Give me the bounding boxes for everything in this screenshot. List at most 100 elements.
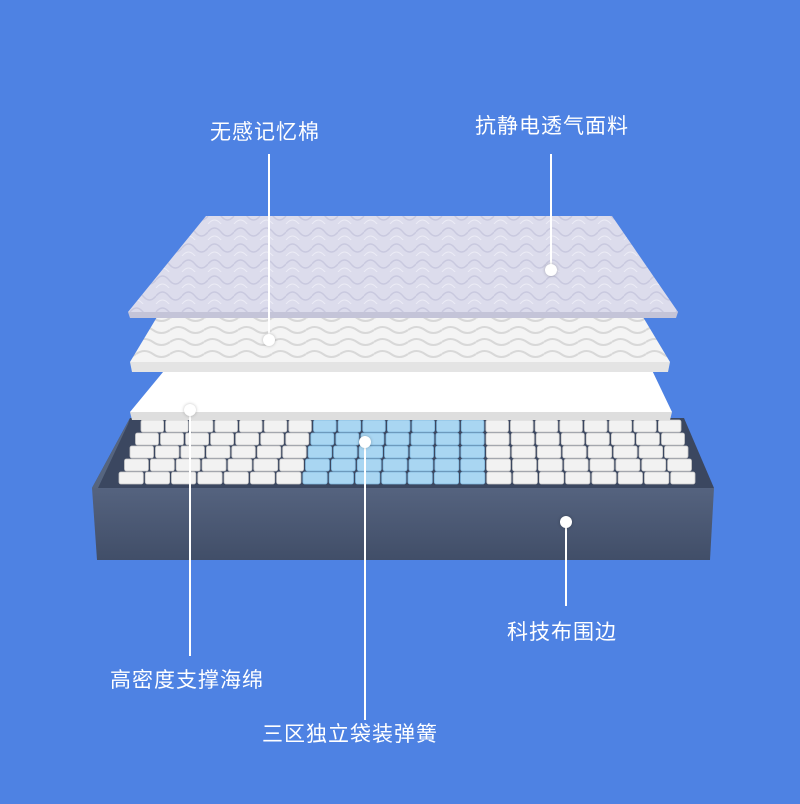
spring-pocket: [235, 432, 260, 446]
spring-pocket: [155, 445, 180, 459]
spring-pocket-blue: [355, 471, 381, 485]
spring-pocket: [589, 458, 615, 472]
spring-pocket-blue: [384, 445, 409, 459]
spring-pocket: [486, 471, 512, 485]
spring-pocket: [608, 419, 633, 433]
spring-pocket: [263, 419, 288, 433]
spring-pocket: [214, 419, 238, 433]
spring-pocket-blue: [409, 445, 434, 459]
spring-pocket: [587, 445, 613, 459]
spring-pocket: [535, 432, 560, 446]
pocket-springs-layer: [118, 419, 696, 485]
spring-pocket-blue: [408, 458, 434, 472]
spring-pocket: [565, 471, 591, 485]
spring-pocket: [140, 419, 165, 433]
spring-pocket-blue: [333, 445, 358, 459]
spring-pocket: [175, 458, 201, 472]
spring-pocket: [560, 432, 585, 446]
spring-pocket: [227, 458, 253, 472]
spring-pocket-blue: [310, 432, 335, 446]
spring-pocket: [189, 419, 214, 433]
label-antistatic-fabric: 抗静电透气面料: [475, 114, 629, 138]
spring-pocket: [510, 432, 535, 446]
spring-pocket: [486, 458, 511, 472]
spring-pocket: [512, 458, 537, 472]
spring-pocket: [537, 458, 563, 472]
spring-pocket: [223, 471, 249, 485]
spring-pocket-blue: [362, 419, 386, 433]
spring-pocket-blue: [411, 419, 436, 433]
spring-pocket: [591, 471, 617, 485]
spring-pocket: [256, 445, 282, 459]
spring-pocket-blue: [460, 458, 486, 472]
marker-high-density-foam: [184, 404, 196, 416]
spring-pocket-blue: [410, 432, 435, 446]
spring-pocket-blue: [433, 471, 459, 485]
spring-pocket-blue: [337, 419, 362, 433]
spring-pocket-blue: [407, 471, 433, 485]
spring-pocket: [279, 458, 305, 472]
spring-pocket: [512, 471, 538, 485]
spring-pocket: [563, 458, 589, 472]
spring-pocket-blue: [330, 458, 356, 472]
spring-pocket: [180, 445, 205, 459]
spring-pocket: [205, 445, 231, 459]
spring-pocket: [239, 419, 263, 433]
label-memory-foam: 无感记忆棉: [210, 120, 320, 144]
spring-pocket: [171, 471, 197, 485]
label-fabric-border: 科技布围边: [507, 620, 617, 644]
spring-pocket: [559, 419, 583, 433]
spring-pocket: [165, 419, 189, 433]
spring-pocket: [210, 432, 235, 446]
spring-pocket: [249, 471, 276, 485]
spring-pocket: [282, 445, 307, 459]
spring-pocket: [534, 419, 559, 433]
spring-pocket: [285, 432, 310, 446]
spring-pocket-blue: [356, 458, 382, 472]
label-high-density-foam: 高密度支撑海绵: [110, 668, 264, 692]
spring-pocket-blue: [305, 458, 330, 472]
spring-pocket: [585, 432, 610, 446]
spring-pocket: [149, 458, 175, 472]
high-density-foam-layer: [130, 366, 672, 420]
spring-pocket-blue: [436, 419, 460, 433]
spring-pocket: [636, 432, 660, 446]
marker-antistatic-fabric: [545, 264, 557, 276]
antistatic-fabric-layer: [128, 216, 678, 318]
spring-pocket-blue: [335, 432, 360, 446]
spring-pocket: [124, 458, 149, 472]
spring-pocket: [253, 458, 279, 472]
spring-pocket-blue: [381, 471, 407, 485]
spring-pocket: [276, 471, 302, 485]
spring-pocket-blue: [307, 445, 333, 459]
spring-pocket-blue: [460, 471, 486, 485]
spring-pocket: [485, 419, 509, 433]
spring-pocket-blue: [435, 432, 460, 446]
spring-pocket-blue: [313, 419, 337, 433]
spring-pocket: [185, 432, 210, 446]
spring-pocket: [536, 445, 562, 459]
marker-pocket-springs: [359, 436, 371, 448]
spring-pocket: [644, 471, 670, 485]
spring-pocket: [197, 471, 223, 485]
spring-pocket: [539, 471, 565, 485]
spring-pocket: [485, 445, 511, 459]
label-pocket-springs: 三区独立袋装弹簧: [262, 722, 438, 746]
spring-pocket: [201, 458, 227, 472]
spring-pocket-blue: [328, 471, 354, 485]
spring-pocket-blue: [382, 458, 408, 472]
spring-pocket: [135, 432, 159, 446]
spring-pocket-blue: [460, 419, 485, 433]
spring-pocket: [584, 419, 608, 433]
spring-pocket: [288, 419, 312, 433]
spring-pocket: [613, 445, 638, 459]
spring-pocket-blue: [460, 445, 485, 459]
marker-fabric-border: [560, 516, 572, 528]
spring-pocket: [510, 419, 534, 433]
spring-pocket: [638, 445, 663, 459]
spring-pocket: [667, 458, 692, 472]
spring-pocket: [670, 471, 696, 485]
spring-pocket: [615, 458, 641, 472]
spring-pocket: [658, 419, 682, 433]
leader-line-high-density-foam: [189, 410, 191, 656]
